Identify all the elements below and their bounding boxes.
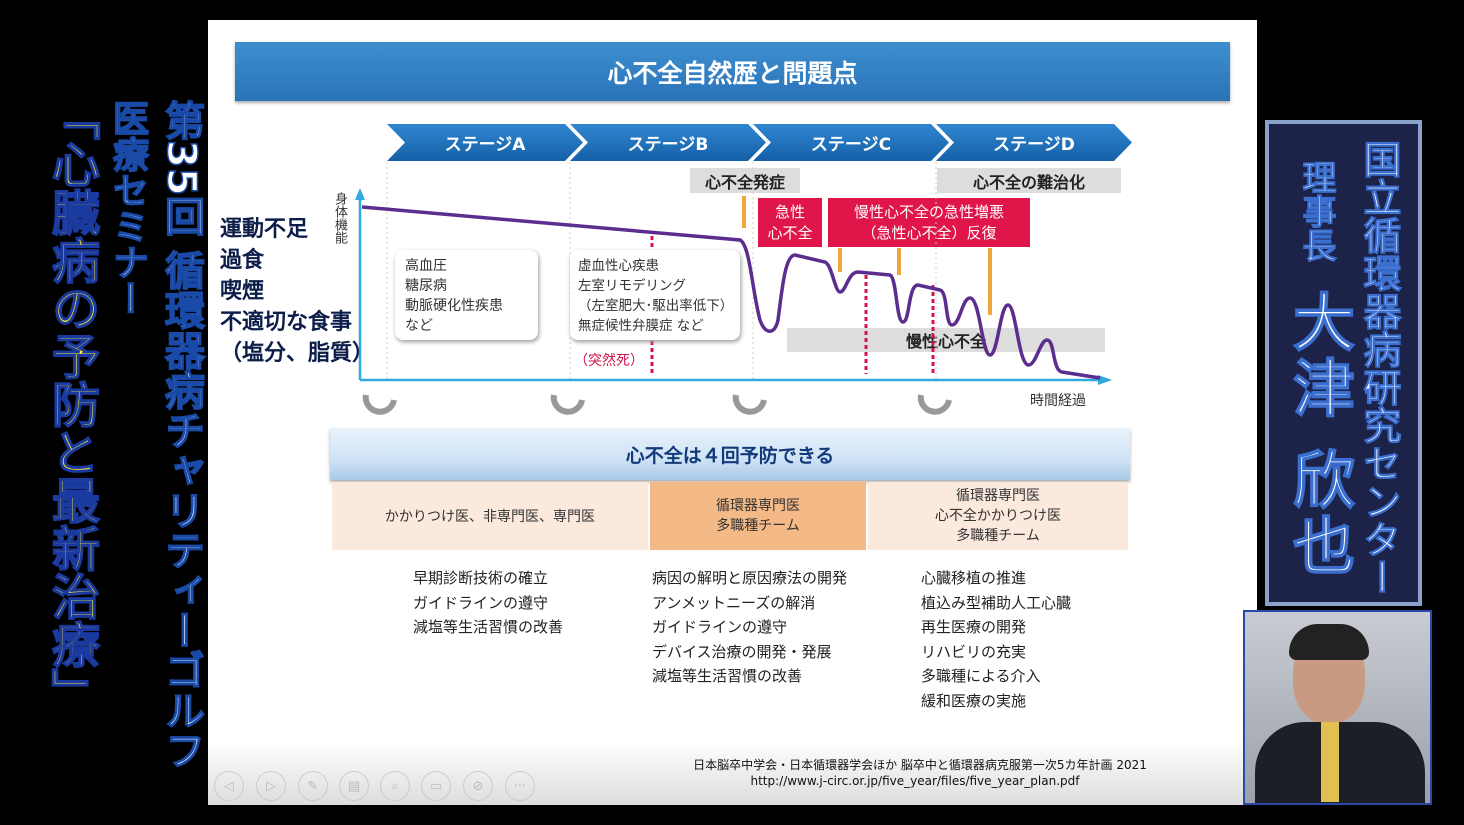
provider: 循環器専門医 <box>716 498 800 514</box>
measure: 減塩等生活習慣の改善 <box>413 618 564 636</box>
slides-button[interactable]: ▤ <box>339 771 369 801</box>
provider: かかりつけ医、非専門医、専門医 <box>384 509 596 525</box>
risk-factor: 過食 <box>220 248 265 273</box>
acute-hf-label: 急性心不全 <box>758 198 822 247</box>
measure: 多職種による介入 <box>921 667 1041 685</box>
measure: リハビリの充実 <box>921 642 1027 661</box>
more-options-button[interactable]: ··· <box>505 771 535 801</box>
provider-box: 循環器専門医心不全かかりつけ医多職種チーム <box>868 482 1128 550</box>
risk-factor: （塩分、脂質） <box>220 341 375 366</box>
speaker-name: 大津 欣也 <box>1281 289 1356 580</box>
condition: 動脈硬化性疾患 <box>405 298 503 314</box>
sudden-death-label: （突然死） <box>574 353 644 369</box>
physical-function-curve <box>361 205 1101 380</box>
speaker-tie <box>1321 722 1339 802</box>
previous-slide-button[interactable]: ◁ <box>214 771 244 801</box>
measure: 緩和医療の実施 <box>921 691 1027 710</box>
condition: （左室肥大･駆出率低下） <box>578 298 734 314</box>
condition: 左室リモデリング <box>578 278 686 294</box>
cycle-arrow-icon <box>550 394 585 415</box>
cycle-arrow-icon <box>917 394 952 415</box>
onset-label: 心不全発症 <box>690 168 800 193</box>
condition: 無症候性弁膜症 など <box>578 318 704 334</box>
speaker-hair <box>1289 624 1369 660</box>
measures-list-2: 病因の解明と原因療法の開発アンメットニーズの解消ガイドラインの遵守デバイス治療の… <box>652 566 847 689</box>
refractory-label: 心不全の難治化 <box>937 168 1121 193</box>
condition: など <box>405 318 433 334</box>
stage-a-conditions: 高血圧糖尿病動脈硬化性疾患など <box>395 250 538 340</box>
measure: 心臓移植の推進 <box>921 569 1027 587</box>
citation-url: http://www.j-circ.or.jp/five_year/files/… <box>750 774 1080 788</box>
risk-factor: 不適切な食事 <box>220 310 353 335</box>
measure: 減塩等生活習慣の改善 <box>652 667 803 685</box>
exacerbation-line: 慢性心不全の急性増悪 <box>853 202 1004 221</box>
measure: 再生医療の開発 <box>921 618 1027 636</box>
speaker-role: 理事長 <box>1296 160 1337 263</box>
stage-c: ステージC <box>753 124 949 161</box>
event-title: 第35回 循環器病チャリティーゴルフ <box>157 99 205 770</box>
measure: 病因の解明と原因療法の開発 <box>652 569 848 587</box>
provider-box: 循環器専門医多職種チーム <box>650 482 866 550</box>
measure: アンメットニーズの解消 <box>652 593 816 612</box>
measure: 早期診断技術の確立 <box>413 569 549 587</box>
speaker-suit <box>1255 722 1425 803</box>
y-axis-arrowhead <box>355 188 365 200</box>
provider: 循環器専門医 <box>956 488 1040 504</box>
y-axis-label: 身体機能 <box>332 192 347 244</box>
next-slide-button[interactable]: ▷ <box>256 771 286 801</box>
speaker-video <box>1243 610 1432 805</box>
risk-factor: 喫煙 <box>220 279 265 304</box>
speaker-nameplate <box>1265 120 1422 606</box>
acute-line: 急性 <box>774 202 805 221</box>
prevention-banner: 心不全は４回予防できる <box>330 428 1130 480</box>
condition: 高血圧 <box>405 258 447 274</box>
slide-title: 心不全自然歴と問題点 <box>235 42 1230 101</box>
subtitles-button[interactable]: ▭ <box>421 771 451 801</box>
stage-a: ステージA <box>387 124 583 161</box>
measure: ガイドラインの遵守 <box>652 618 788 636</box>
risk-factor: 運動不足 <box>220 217 309 242</box>
stage-d: ステージD <box>936 124 1132 161</box>
cycle-arrow-icon <box>362 394 397 415</box>
exacerbation-line: （急性心不全）反復 <box>861 223 997 242</box>
risk-factors: 運動不足 過食 喫煙 不適切な食事 （塩分、脂質） <box>220 214 374 369</box>
provider: 多職種チーム <box>956 528 1040 544</box>
stage-b: ステージB <box>570 124 766 161</box>
condition: 糖尿病 <box>405 278 447 294</box>
stage-b-conditions: 虚血性心疾患左室リモデリング （左室肥大･駆出率低下） 無症候性弁膜症 など <box>570 250 740 340</box>
x-axis-arrowhead <box>1098 375 1112 385</box>
video-off-button[interactable]: ⊘ <box>463 771 493 801</box>
measure: デバイス治療の開発・発展 <box>652 642 832 661</box>
condition: 虚血性心疾患 <box>578 258 659 274</box>
citation: 日本脳卒中学会・日本循環器学会ほか 脳卒中と循環器病克服第一次5カ年計画 202… <box>693 758 1147 772</box>
provider: 多職種チーム <box>716 518 800 534</box>
pen-tool-button[interactable]: ✎ <box>298 771 328 801</box>
cycle-arrow-icon <box>732 394 767 415</box>
acute-line: 心不全 <box>767 223 813 242</box>
seminar-title: 医療セミナー <box>106 99 149 317</box>
zoom-button[interactable]: ⌕ <box>380 771 410 801</box>
provider: 心不全かかりつけ医 <box>934 508 1062 524</box>
exacerbation-label: 慢性心不全の急性増悪 （急性心不全）反復 <box>828 198 1030 247</box>
organization: 国立循環器病研究センター <box>1357 140 1402 597</box>
provider-box: かかりつけ医、非専門医、専門医 <box>332 482 648 550</box>
x-axis-label: 時間経過 <box>1030 393 1086 409</box>
measure: ガイドラインの遵守 <box>413 593 549 612</box>
topic-title: 「心臓病の予防と最新治療」 <box>42 91 100 717</box>
measures-list-1: 早期診断技術の確立ガイドラインの遵守減塩等生活習慣の改善 <box>413 566 563 640</box>
measure: 植込み型補助人工心臓 <box>921 593 1072 612</box>
measures-list-3: 心臓移植の推進植込み型補助人工心臓再生医療の開発リハビリの充実多職種による介入緩… <box>921 566 1071 713</box>
